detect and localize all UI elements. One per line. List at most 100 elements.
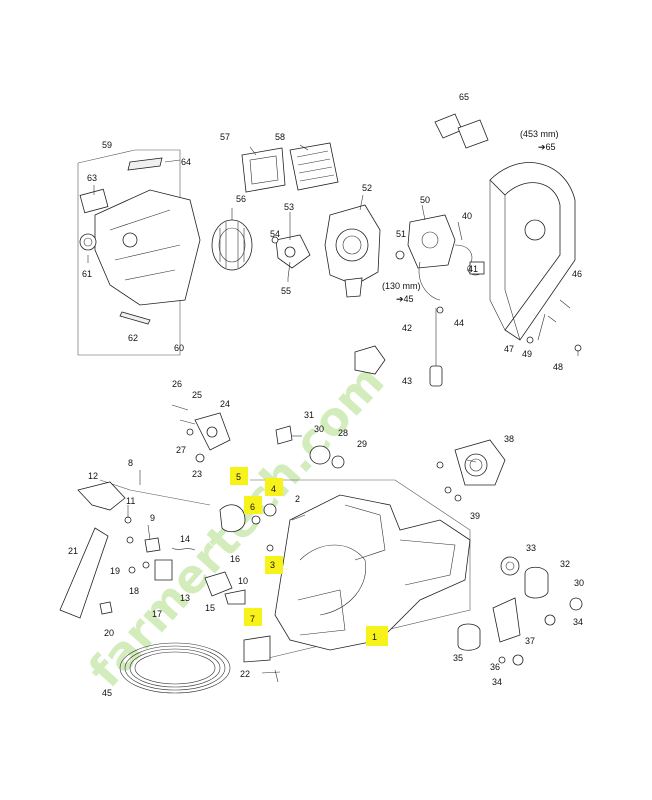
part-label-64: 64 [181, 157, 191, 167]
highlight-5 [230, 467, 248, 485]
strip-62 [119, 311, 151, 325]
part-label-40: 40 [462, 211, 472, 221]
bracket-37 [492, 597, 521, 643]
part-label-29: 29 [357, 439, 367, 449]
filter-cover [94, 189, 201, 306]
part-20 [99, 601, 113, 615]
part-label-50: 50 [420, 195, 430, 205]
part-label-39: 39 [470, 511, 480, 521]
part-label-5: 5 [236, 472, 241, 482]
part-label-10: 10 [238, 576, 248, 586]
part-label-59: 59 [102, 140, 112, 150]
screw-34 [544, 614, 556, 626]
parts-53-55 [271, 234, 311, 279]
filter-43 [429, 365, 443, 387]
part-label-42: 42 [402, 323, 412, 333]
ref-45-note: ➔45 [396, 294, 414, 304]
part-label-32: 32 [560, 559, 570, 569]
part-label-26: 26 [172, 379, 182, 389]
leader-lines [87, 144, 579, 674]
part-label-22: 22 [240, 669, 250, 679]
part-label-23: 23 [192, 469, 202, 479]
part-36 [498, 656, 506, 664]
part-label-47: 47 [504, 344, 514, 354]
part-label-55: 55 [281, 286, 291, 296]
part-label-14: 14 [180, 534, 190, 544]
air-filters [211, 142, 339, 271]
highlight-7 [244, 608, 262, 626]
carburetor-group [354, 214, 485, 387]
part-label-2: 2 [295, 494, 300, 504]
part-23 [195, 453, 205, 463]
part-label-30: 30 [314, 424, 324, 434]
part-label-54: 54 [270, 229, 280, 239]
part-label-65: 65 [459, 92, 469, 102]
part-label-53: 53 [284, 202, 294, 212]
part-label-60: 60 [174, 343, 184, 353]
part-label-6: 6 [250, 502, 255, 512]
part-label-63: 63 [87, 173, 97, 183]
part-44 [436, 306, 444, 314]
small-parts-2-16 [219, 503, 306, 683]
part-label-35: 35 [453, 653, 463, 663]
part-label-9: 9 [150, 513, 155, 523]
screw-30b [569, 597, 583, 611]
part-41 [469, 261, 485, 275]
part-label-57: 57 [220, 132, 230, 142]
part-label-46: 46 [572, 269, 582, 279]
part-label-62: 62 [128, 333, 138, 343]
highlight-3 [265, 556, 283, 574]
part-label-11: 11 [126, 496, 135, 506]
dimension-notes: (453 mm) ➔65 (130 mm) ➔45 [382, 129, 559, 304]
part-label-21: 21 [68, 546, 78, 556]
part-label-24: 24 [220, 399, 230, 409]
part-51 [395, 250, 405, 260]
part-label-43: 43 [402, 376, 412, 386]
part-6 [251, 515, 261, 525]
label-63 [79, 188, 109, 214]
part-label-45: 45 [102, 688, 112, 698]
washer-33 [500, 556, 520, 576]
part-label-52: 52 [362, 183, 372, 193]
part-label-16: 16 [230, 554, 240, 564]
part-label-61: 61 [82, 269, 92, 279]
knob-61 [79, 233, 97, 251]
rope-45 [119, 642, 231, 694]
decal-64 [127, 157, 163, 171]
part-label-38: 38 [504, 434, 514, 444]
part-label-34b: 34 [492, 677, 502, 687]
part-label-13: 13 [180, 593, 190, 603]
crankcase-1 [250, 479, 471, 661]
grip-65a [434, 113, 463, 139]
part-4 [263, 503, 277, 517]
part-3 [266, 544, 274, 552]
filter-56 [211, 219, 253, 271]
label-7 [243, 635, 271, 663]
part-label-17: 17 [152, 609, 162, 619]
part-13 [154, 559, 173, 581]
length-453-note: (453 mm) [520, 129, 559, 139]
part-label-48: 48 [553, 362, 563, 372]
filter-58 [289, 142, 339, 191]
part-label-25: 25 [192, 390, 202, 400]
part-label-56: 56 [236, 194, 246, 204]
throttle-group [59, 479, 246, 619]
part-label-27: 27 [176, 445, 186, 455]
part-labels: 1 2 3 4 5 6 7 8 9 10 11 12 13 14 15 16 1… [68, 92, 584, 698]
handle-46 [489, 162, 576, 341]
right-parts-30-37 [457, 556, 583, 666]
bracket-42 [354, 345, 386, 375]
part-label-36: 36 [490, 662, 500, 672]
part-label-51: 51 [396, 229, 406, 239]
part-label-1: 1 [372, 632, 377, 642]
part-label-19: 19 [110, 566, 120, 576]
ref-65-note: ➔65 [538, 142, 556, 152]
part-label-44: 44 [454, 318, 464, 328]
screw-34b [512, 654, 524, 666]
part-label-41: 41 [468, 264, 478, 274]
part-label-8: 8 [128, 458, 133, 468]
mount-32 [524, 566, 549, 599]
part-label-31: 31 [304, 410, 314, 420]
front-handle-group [434, 113, 582, 352]
